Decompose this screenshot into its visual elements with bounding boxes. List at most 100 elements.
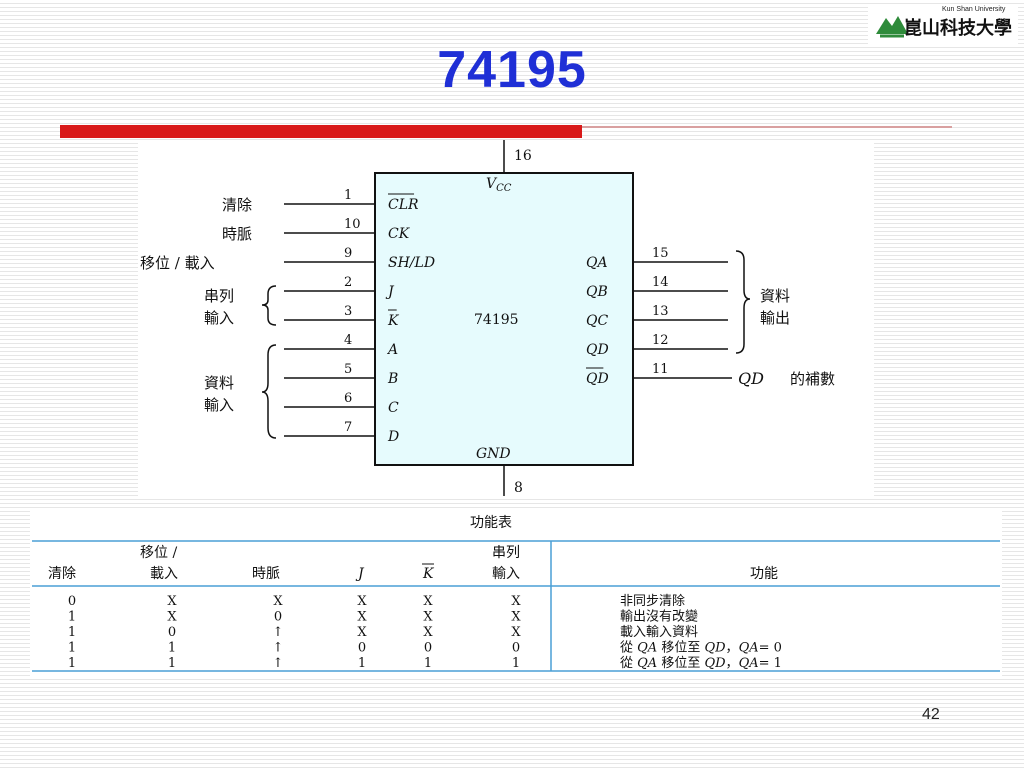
cell-serial-1: X [511, 610, 521, 625]
left-pin-label-9: SH/LD [388, 255, 435, 271]
clear-desc: 清除 [222, 196, 252, 214]
left-pin-label-5: B [387, 371, 398, 387]
header-shift-load-2: 載入 [150, 566, 178, 582]
left-pin-label-2: J [385, 284, 395, 300]
title-underline-thin [582, 126, 952, 128]
data-input-label-2: 輸入 [204, 396, 234, 414]
table-panel [30, 508, 1002, 678]
vcc-pin-number: 16 [514, 148, 532, 164]
cell-function-0: 非同步清除 [620, 594, 685, 609]
data-output-brace [735, 250, 751, 354]
cell-serial-3: 0 [512, 641, 520, 656]
cell-clk-1: 0 [274, 610, 282, 625]
cell-j-4: 1 [358, 656, 366, 671]
left-pin-label-4: A [386, 342, 398, 358]
right-pin-label-11: QD [586, 371, 609, 387]
header-shift-load-1: 移位 / [140, 545, 177, 561]
cell-sl-4: 1 [168, 656, 176, 671]
serial-input-brace [261, 285, 277, 326]
cell-clear-3: 1 [68, 641, 76, 656]
cell-j-0: X [357, 594, 367, 609]
data-input-brace [261, 344, 277, 439]
cell-sl-1: X [167, 610, 177, 625]
cell-k-3: 0 [424, 641, 432, 656]
cell-clk-0: X [273, 594, 283, 609]
cell-k-0: X [423, 594, 433, 609]
header-j: J [355, 566, 365, 582]
right-pin-label-12: QD [586, 342, 609, 358]
left-pin-number-1: 1 [344, 188, 352, 203]
gnd-label: GND [476, 446, 511, 462]
cell-clk-2: ↑ [273, 625, 284, 640]
right-pin-number-11: 11 [652, 362, 669, 377]
header-serial-2: 輸入 [492, 566, 520, 582]
qd-complement-symbol: QD [738, 369, 764, 388]
left-pin-label-1: CLR [388, 197, 419, 213]
header-clear: 清除 [48, 566, 76, 582]
cell-clk-4: ↑ [273, 656, 284, 671]
cell-function-1: 輸出沒有改變 [620, 609, 698, 625]
cell-function-3: 從 QA 移位至 QD，QA= 0 [620, 641, 782, 656]
right-pin-label-13: QC [586, 313, 608, 329]
left-pin-number-7: 7 [344, 420, 352, 435]
gnd-pin-number: 8 [514, 480, 523, 496]
left-pin-number-3: 3 [344, 304, 352, 319]
cell-serial-0: X [511, 594, 521, 609]
cell-function-2: 載入輸入資料 [620, 625, 698, 640]
cell-k-4: 1 [424, 656, 432, 671]
cell-clear-0: 0 [68, 594, 76, 609]
right-pin-number-13: 13 [652, 304, 669, 319]
cell-serial-2: X [511, 625, 521, 640]
header-k: K [422, 566, 435, 582]
left-pin-label-7: D [387, 429, 399, 445]
right-pin-number-12: 12 [652, 333, 669, 348]
header-serial-1: 串列 [492, 545, 520, 561]
left-pin-number-5: 5 [344, 362, 352, 377]
cell-serial-4: 1 [512, 656, 520, 671]
mountain-leaf-icon [876, 16, 908, 38]
left-pin-number-4: 4 [344, 333, 352, 348]
cell-clk-3: ↑ [273, 641, 284, 656]
left-pin-label-3: K [387, 313, 400, 329]
cell-sl-3: 1 [168, 641, 176, 656]
cell-k-1: X [423, 610, 433, 625]
slide-title: 74195 [437, 41, 587, 99]
data-input-label-1: 資料 [204, 374, 234, 392]
left-pin-number-6: 6 [344, 391, 352, 406]
cell-j-3: 0 [358, 641, 366, 656]
header-clock: 時脈 [252, 566, 280, 582]
page-number: 42 [922, 706, 940, 723]
right-pin-number-14: 14 [652, 275, 669, 290]
left-pin-number-2: 2 [344, 275, 352, 290]
left-pin-label-6: C [388, 400, 399, 416]
chip-name: 74195 [474, 312, 519, 328]
university-logo [868, 4, 1018, 44]
function-table-title: 功能表 [470, 515, 512, 531]
logo-english-name: Kun Shan University [942, 6, 1006, 13]
cell-k-2: X [423, 625, 433, 640]
cell-clear-2: 1 [68, 625, 76, 640]
title-underline-bar [60, 125, 582, 138]
left-pin-label-10: CK [388, 226, 411, 242]
cell-j-2: X [357, 625, 367, 640]
left-pin-number-10: 10 [344, 217, 361, 232]
cell-clear-1: 1 [68, 610, 76, 625]
right-pin-label-14: QB [586, 284, 608, 300]
cell-function-4: 從 QA 移位至 QD，QA= 1 [620, 656, 782, 671]
cell-sl-0: X [167, 594, 177, 609]
data-output-label-1: 資料 [760, 287, 790, 305]
right-pin-number-15: 15 [652, 246, 669, 261]
right-pin-label-15: QA [586, 255, 608, 271]
cell-sl-2: 0 [168, 625, 176, 640]
cell-clear-4: 1 [68, 656, 76, 671]
header-function: 功能 [750, 566, 778, 582]
shift-load-desc: 移位 / 載入 [140, 254, 215, 272]
logo-chinese-name: 崑山科技大學 [904, 18, 1012, 39]
serial-input-label-1: 串列 [204, 287, 234, 305]
cell-j-1: X [357, 610, 367, 625]
data-output-label-2: 輸出 [760, 309, 790, 327]
